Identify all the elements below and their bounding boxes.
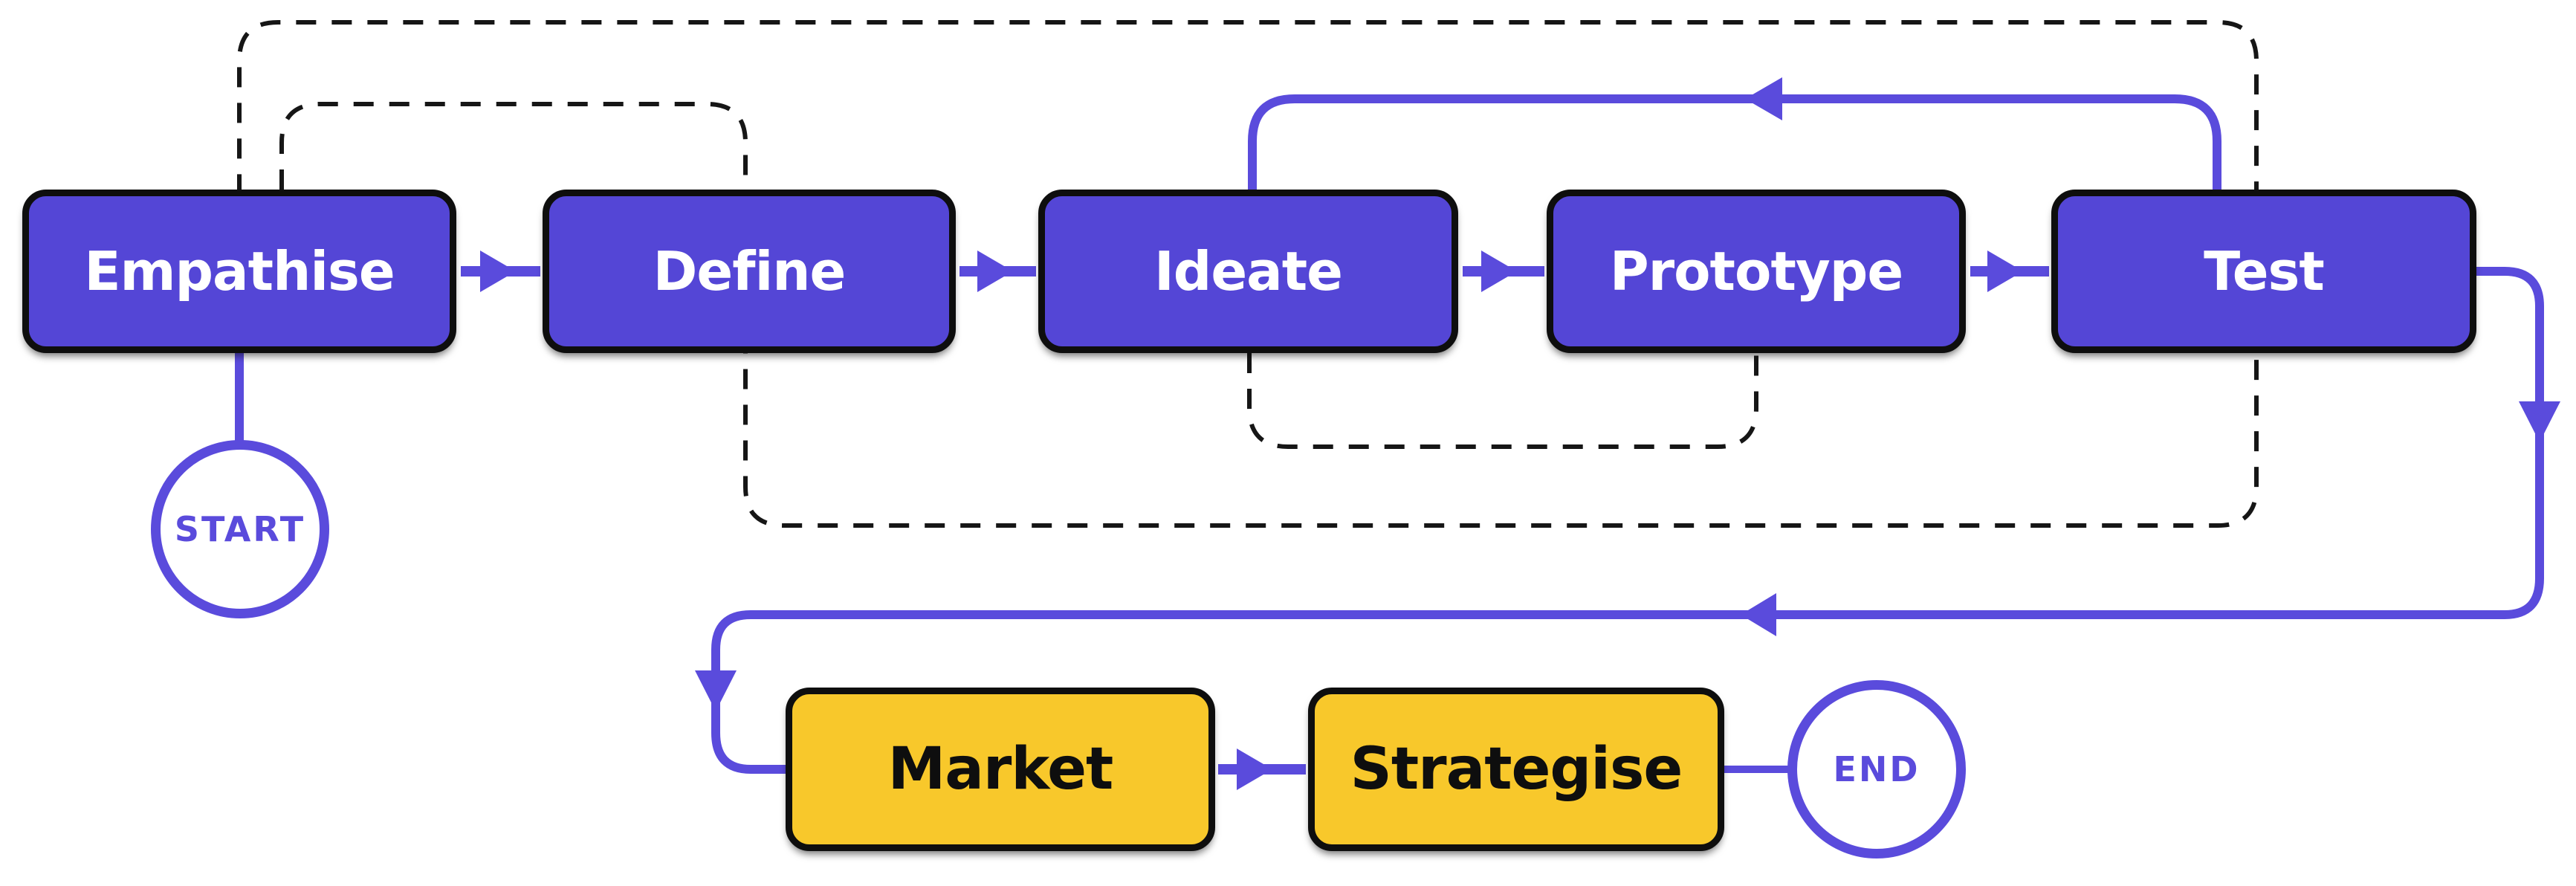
node-prototype: Prototype	[1547, 190, 1966, 353]
start-terminal: START	[151, 440, 329, 618]
node-prototype-label: Prototype	[1609, 240, 1903, 303]
edge-test-to-ideate-loop	[1248, 94, 2221, 190]
arrowhead-down-right-side	[2519, 401, 2560, 442]
node-define: Define	[543, 190, 956, 353]
edge-ideate-to-prototype	[1463, 250, 1544, 292]
node-ideate: Ideate	[1038, 190, 1458, 353]
node-test: Test	[2051, 190, 2476, 353]
node-test-label: Test	[2204, 240, 2325, 303]
arrowhead-right	[977, 250, 1013, 292]
node-market-label: Market	[887, 736, 1114, 803]
node-ideate-label: Ideate	[1154, 240, 1343, 303]
node-define-label: Define	[653, 240, 847, 303]
end-terminal-label: END	[1833, 749, 1920, 789]
arrowhead-right	[1481, 250, 1517, 292]
dashed-group-outline-ideate-prototype	[1247, 353, 1758, 449]
edge-define-to-ideate	[959, 250, 1036, 292]
edge-empathise-to-define	[461, 250, 540, 292]
arrowhead-left-top-loop	[1745, 77, 1782, 120]
dashed-group-outline-all-stages	[237, 20, 2259, 528]
edge-market-to-strategise	[1218, 748, 1306, 790]
edge-prototype-to-test	[1970, 250, 2049, 292]
arrowhead-right	[1987, 250, 2023, 292]
edge-test-to-market-return	[711, 267, 2544, 774]
node-market: Market	[786, 688, 1215, 851]
node-empathise: Empathise	[22, 190, 456, 353]
arrowhead-down-left-side	[695, 670, 737, 711]
arrowhead-left-return-line	[1741, 593, 1776, 636]
end-terminal: END	[1787, 680, 1966, 858]
node-empathise-label: Empathise	[84, 240, 395, 303]
start-terminal-label: START	[174, 509, 306, 549]
node-strategise-label: Strategise	[1350, 736, 1683, 803]
node-strategise: Strategise	[1308, 688, 1724, 851]
arrowhead-right	[1237, 748, 1272, 790]
arrowhead-right	[480, 250, 516, 292]
